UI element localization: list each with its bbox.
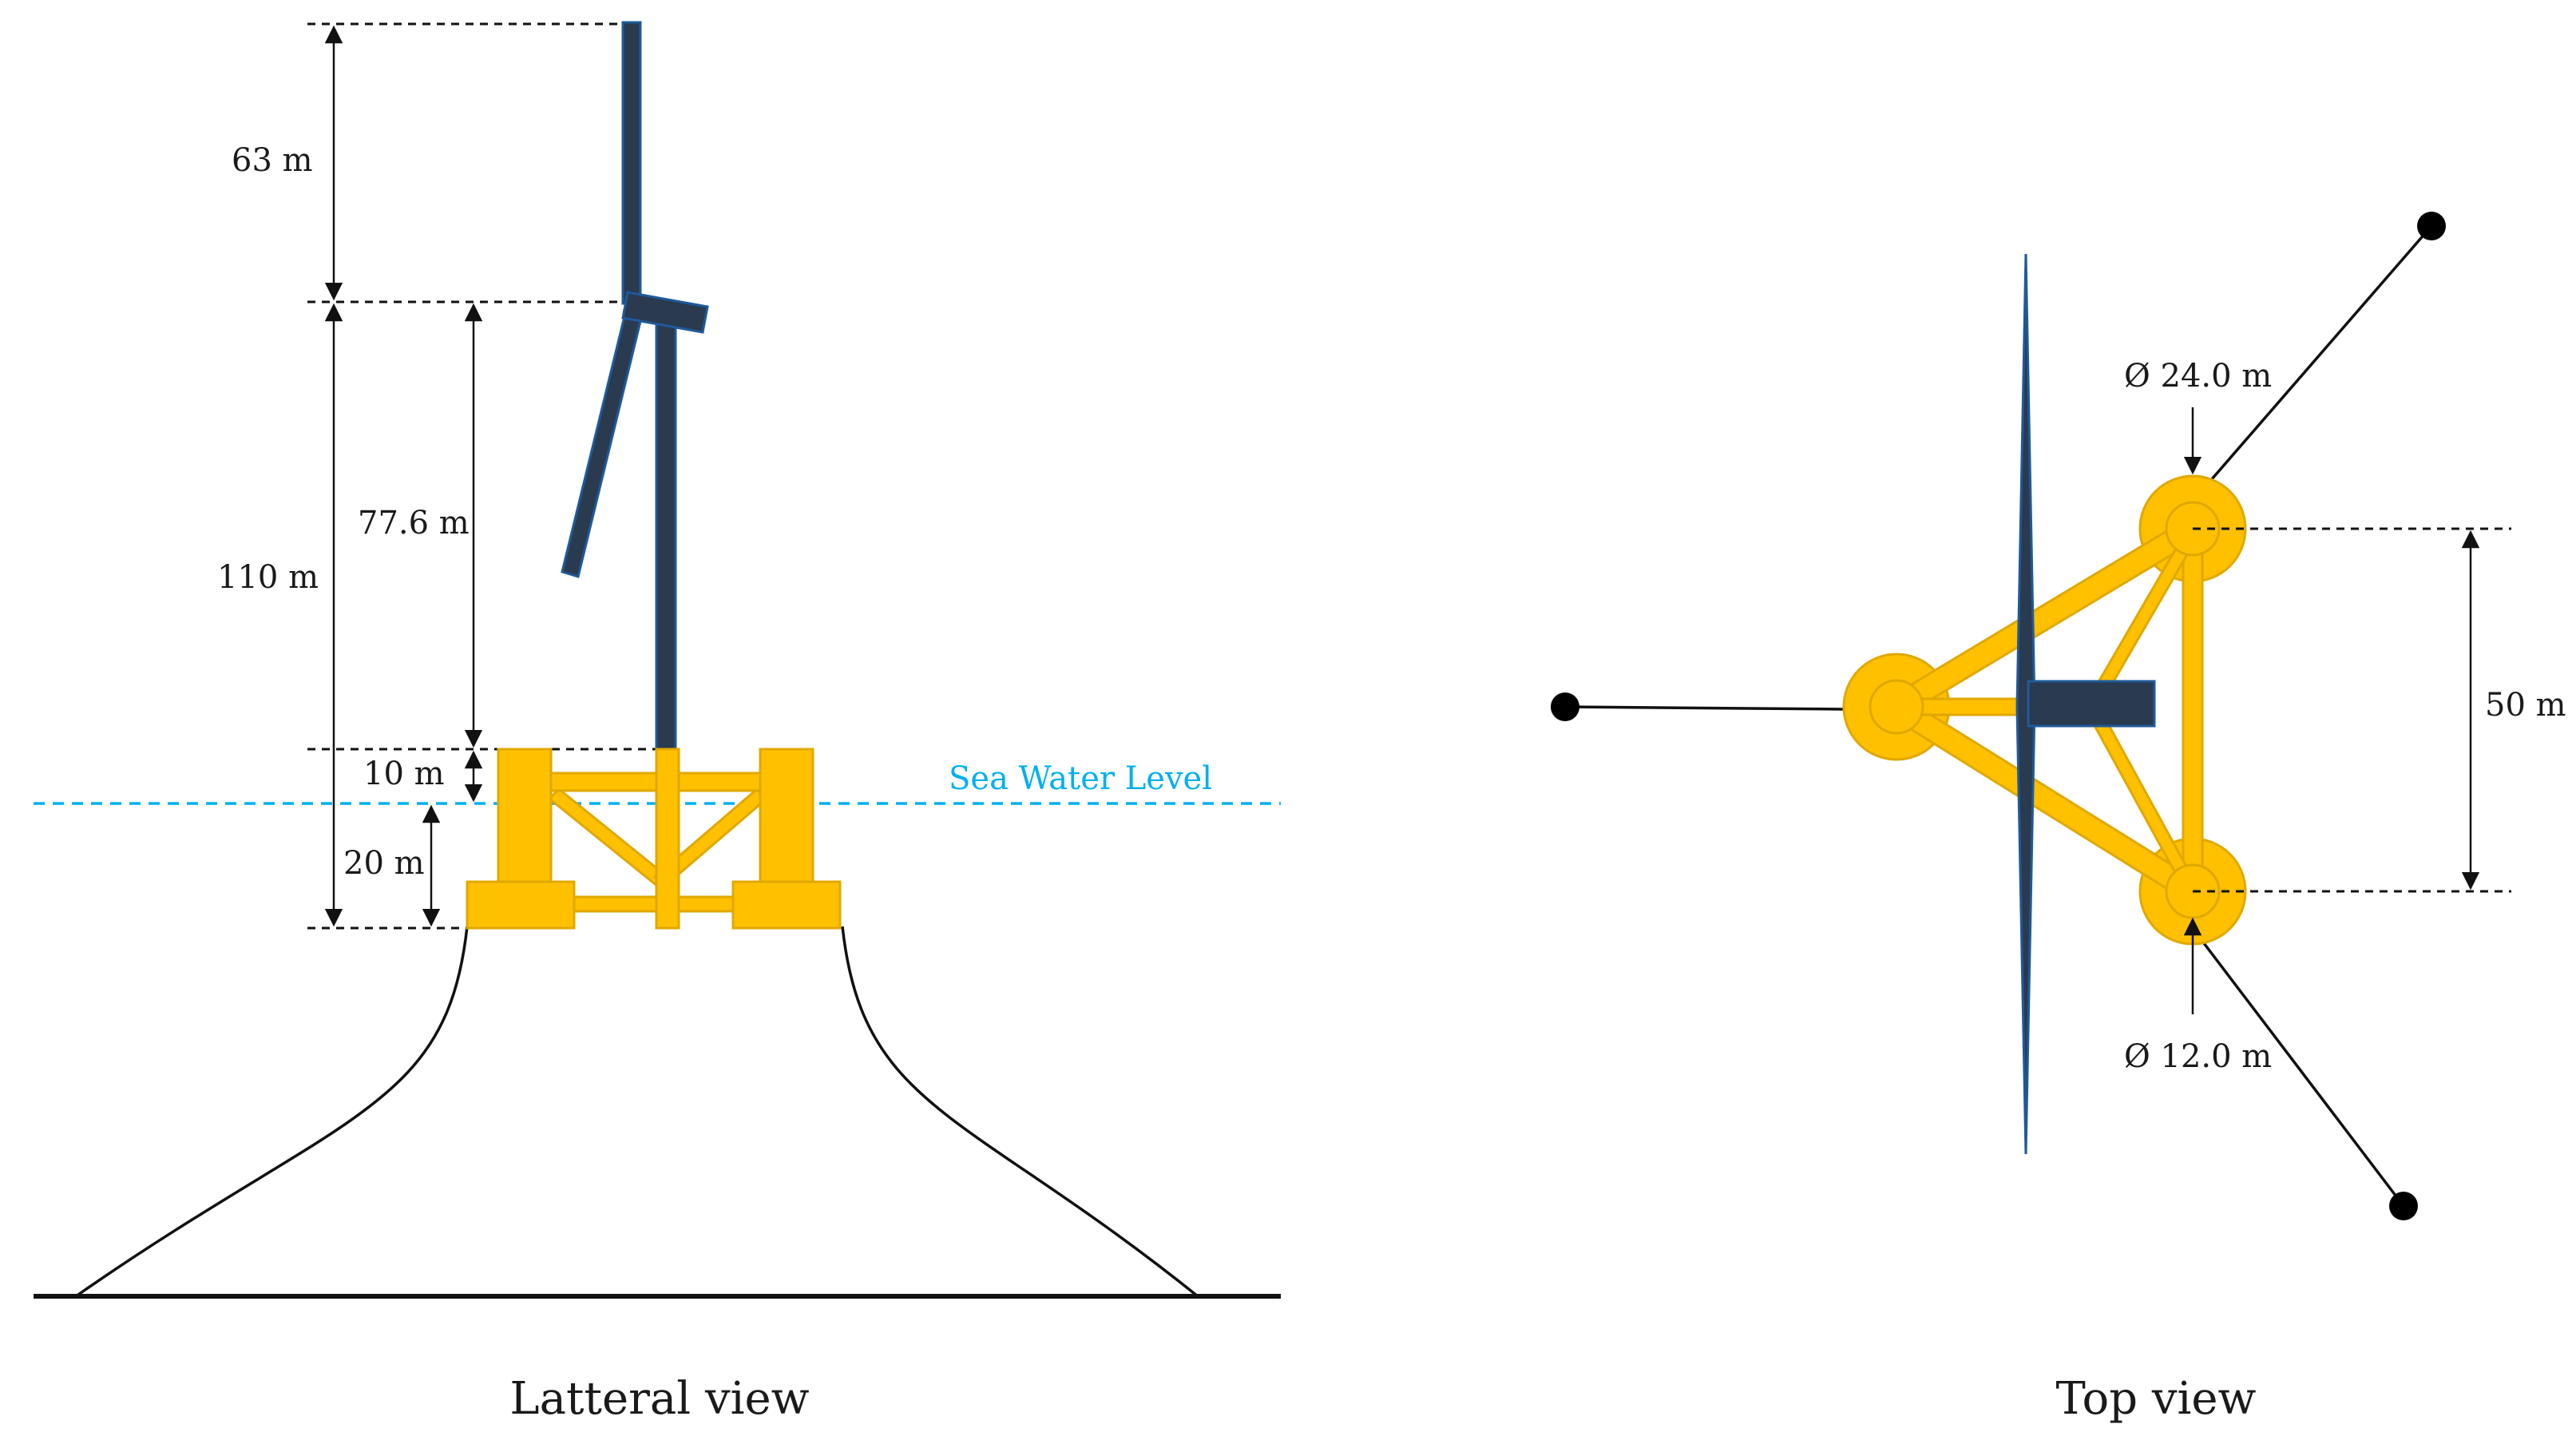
top-view-caption: Top view bbox=[2056, 1373, 2257, 1425]
wind-turbine-lateral bbox=[561, 21, 709, 751]
dim-label-inner-diameter: Ø 12.0 m bbox=[2124, 1038, 2272, 1075]
turbine-nacelle bbox=[621, 291, 709, 334]
turbine-nacelle-top bbox=[2027, 680, 2156, 728]
lateral-view-caption: Latteral view bbox=[509, 1373, 809, 1425]
dim-label-spacing: 50 m bbox=[2485, 687, 2566, 724]
turbine-tower bbox=[655, 319, 677, 751]
turbine-blade-down bbox=[561, 302, 645, 578]
platform-column-right bbox=[759, 748, 814, 885]
platform-center-column bbox=[655, 748, 680, 930]
sea-water-level-label: Sea Water Level bbox=[949, 760, 1212, 797]
mooring-line-right bbox=[841, 926, 1199, 1298]
anchor-lower bbox=[2389, 1192, 2418, 1220]
column-inner-left bbox=[1869, 679, 1924, 735]
lateral-view: Sea Water Level 63 m 110 m 77.6 m 10 m 2… bbox=[34, 21, 1281, 1425]
dim-label-draft: 20 m bbox=[343, 845, 425, 882]
turbine-blade-up bbox=[621, 21, 642, 305]
platform-lateral bbox=[466, 748, 842, 930]
platform-base-right bbox=[731, 880, 842, 930]
platform-base-left bbox=[466, 880, 576, 930]
top-mooring-line-left bbox=[1566, 705, 1845, 711]
dim-label-freeboard: 10 m bbox=[363, 756, 445, 792]
dim-label-tower: 77.6 m bbox=[358, 505, 470, 542]
dim-label-outer-diameter: Ø 24.0 m bbox=[2124, 358, 2272, 395]
top-view: Ø 24.0 m Ø 12.0 m 50 m Top view bbox=[1551, 212, 2566, 1425]
top-mooring-line-lower bbox=[2185, 918, 2405, 1208]
top-mooring-line-upper bbox=[2199, 224, 2433, 494]
anchor-upper bbox=[2417, 212, 2446, 240]
turbine-rotor-top bbox=[2015, 253, 2036, 1155]
anchor-left bbox=[1551, 692, 1579, 721]
brace-left-lower bbox=[1890, 694, 2199, 904]
dim-label-hub-height: 110 m bbox=[217, 559, 319, 596]
brace-upper-lower bbox=[2182, 527, 2204, 893]
dim-label-blade: 63 m bbox=[232, 142, 313, 179]
platform-column-left bbox=[497, 748, 553, 885]
mooring-line-left bbox=[75, 926, 469, 1298]
